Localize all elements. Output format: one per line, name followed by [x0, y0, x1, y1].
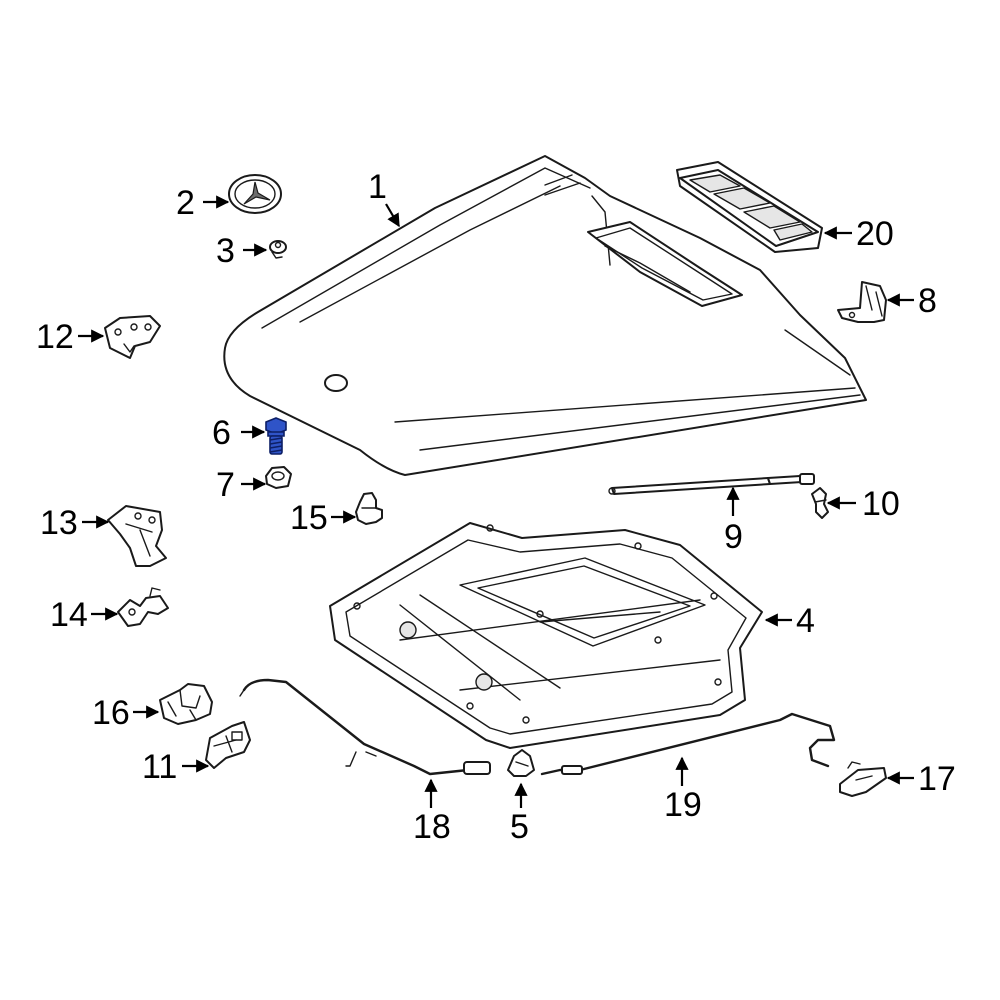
leader-1	[385, 203, 400, 228]
callout-18: 18	[413, 808, 451, 846]
callout-5: 5	[510, 808, 529, 846]
air-intake-grille[interactable]	[676, 161, 823, 253]
hinge-bracket[interactable]	[837, 281, 887, 323]
bolt[interactable]	[265, 417, 287, 455]
callout-3: 3	[216, 232, 235, 270]
callout-20: 20	[856, 215, 894, 253]
emblem-clip[interactable]	[269, 240, 287, 259]
hinge[interactable]	[104, 315, 161, 359]
release-cable-rear[interactable]	[540, 712, 836, 776]
release-cable-front[interactable]	[239, 678, 491, 776]
callout-2: 2	[176, 184, 195, 222]
emblem[interactable]	[228, 174, 282, 214]
callout-17: 17	[918, 760, 956, 798]
release-handle[interactable]	[839, 761, 887, 797]
callout-9: 9	[724, 518, 743, 556]
callout-16: 16	[92, 694, 130, 732]
callout-11: 11	[142, 748, 177, 786]
callout-1: 1	[368, 168, 387, 206]
callout-8: 8	[918, 282, 937, 320]
callout-12: 12	[36, 318, 74, 356]
bracket[interactable]	[107, 505, 167, 567]
callout-19: 19	[664, 786, 702, 824]
lift-support[interactable]	[608, 473, 815, 495]
latch[interactable]	[205, 721, 251, 769]
callout-14: 14	[50, 596, 88, 634]
insulator-retainer[interactable]	[507, 749, 535, 777]
latch-assembly[interactable]	[159, 683, 213, 725]
callout-labels: 1 2 3 4 5 6 7 8 9 10 11 12 13 14 15 16 1…	[36, 168, 956, 846]
hood-insulator[interactable]	[329, 522, 763, 749]
callout-4: 4	[796, 602, 815, 640]
callout-6: 6	[212, 414, 231, 452]
callout-7: 7	[216, 466, 235, 504]
callout-15: 15	[290, 499, 328, 537]
callout-13: 13	[40, 504, 78, 542]
callout-10: 10	[862, 485, 900, 523]
ball-stud[interactable]	[811, 487, 829, 519]
hood-panel[interactable]	[223, 155, 867, 476]
bumper[interactable]	[355, 492, 383, 525]
leader-lines	[78, 195, 914, 808]
striker[interactable]	[117, 587, 169, 627]
nut[interactable]	[265, 466, 292, 489]
